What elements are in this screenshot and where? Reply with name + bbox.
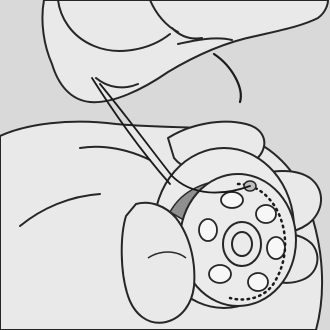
illustration-frame (0, 0, 330, 330)
bobbin-threading-illustration (0, 0, 330, 330)
